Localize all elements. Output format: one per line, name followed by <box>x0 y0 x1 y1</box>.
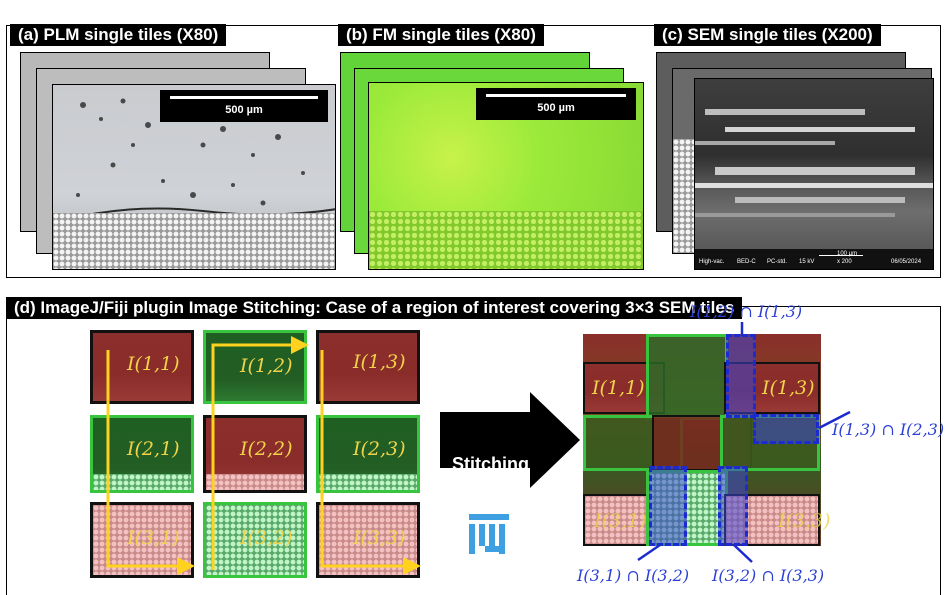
sem-info-bar: High-vac. BED-C PC-std. 15 kV 100 µm x 2… <box>695 249 933 269</box>
panel-c-title: (c) SEM single tiles (X200) <box>654 24 881 46</box>
overlap-3-2-3-3 <box>718 466 748 546</box>
sem-detector: BED-C <box>737 259 756 265</box>
tile-2-2-label: I(2,2) <box>240 438 293 460</box>
sem-tile-front: High-vac. BED-C PC-std. 15 kV 100 µm x 2… <box>694 78 934 270</box>
panel-b-title: (b) FM single tiles (X80) <box>338 24 544 46</box>
panel-d-title: (d) ImageJ/Fiji plugin Image Stitching: … <box>6 297 743 319</box>
overlap-label-3-1-3-2: I(3,1) ∩ I(3,2) <box>577 566 690 585</box>
sem-voltage: 15 kV <box>799 259 815 265</box>
overlap-1-3-2-3 <box>753 414 819 444</box>
tile-3-1-label: I(3,1) <box>127 527 180 549</box>
overlap-1-2-1-3 <box>726 334 756 418</box>
overlap-3-1-3-2 <box>649 466 687 546</box>
tile-2-1-label: I(2,1) <box>127 438 180 460</box>
stitching-arrow-icon <box>440 392 580 488</box>
overlap-label-3-2-3-3: I(3,2) ∩ I(3,3) <box>712 566 825 585</box>
fiji-logo-icon <box>469 514 509 554</box>
sem-scale-label: 100 µm <box>837 251 858 257</box>
mosaic-label-1-3: I(1,3) <box>762 377 815 399</box>
tile-1-1-label: I(1,1) <box>127 353 180 375</box>
tile-2-3: I(2,3) <box>316 415 420 493</box>
tile-1-2: I(1,2) <box>203 330 307 404</box>
overlap-label-1-3-2-3: I(1,3) ∩ I(2,3) <box>832 420 945 439</box>
mosaic-label-3-1: I(3,1) <box>594 510 647 532</box>
stitching-label: Stitching <box>452 454 529 474</box>
tile-1-3-label: I(1,3) <box>353 351 406 373</box>
sem-mode: PC-std. <box>767 259 788 265</box>
tile-2-2: I(2,2) <box>203 415 307 493</box>
sem-fiber-strip <box>673 139 697 253</box>
overlap-label-1-2-1-3: I(1,2) ∩ I(1,3) <box>690 302 803 321</box>
fm-scale-bar: 500 µm <box>476 88 636 120</box>
tile-3-3: I(3,3) <box>316 502 420 578</box>
plm-fiber-region <box>53 213 335 269</box>
panel-a-title: (a) PLM single tiles (X80) <box>10 24 227 46</box>
fm-tile-front <box>368 82 644 270</box>
mosaic-label-1-1: I(1,1) <box>592 377 645 399</box>
tile-3-3-label: I(3,3) <box>353 527 406 549</box>
tile-1-3: I(1,3) <box>316 330 420 404</box>
tile-1-1: I(1,1) <box>90 330 194 404</box>
sem-scale-bar <box>819 255 863 256</box>
sem-texture <box>695 109 933 217</box>
sem-vacuum: High-vac. <box>699 259 725 265</box>
fm-scale-label: 500 µm <box>537 102 575 114</box>
tile-3-2: I(3,2) <box>203 502 307 578</box>
tile-3-2-label: I(3,2) <box>240 527 293 549</box>
mosaic-tile-1-2 <box>646 334 728 420</box>
plm-scale-bar: 500 µm <box>160 90 328 122</box>
plm-scale-label: 500 µm <box>225 104 263 116</box>
fm-fiber-region <box>369 211 643 269</box>
mosaic-label-3-3: I(3,3) <box>778 510 831 532</box>
tile-3-1: I(3,1) <box>90 502 194 578</box>
tile-2-3-label: I(2,3) <box>353 438 406 460</box>
tile-1-2-label: I(1,2) <box>240 355 293 377</box>
sem-date: 06/05/2024 <box>891 259 922 265</box>
sem-magnification: x 200 <box>837 259 852 265</box>
tile-2-1: I(2,1) <box>90 415 194 493</box>
